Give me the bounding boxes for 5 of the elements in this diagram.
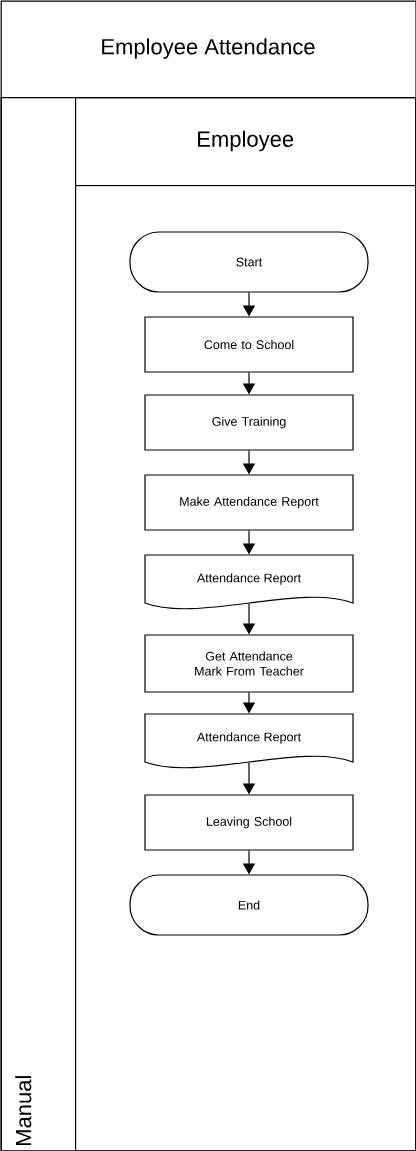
process-box: Get Attendance Mark From Teacher (144, 634, 354, 693)
process-box: Give Training (144, 394, 354, 451)
process-box: Come to School (144, 316, 354, 373)
process-box: Make Attendance Report (144, 474, 354, 531)
process-box: Leaving School (144, 794, 354, 851)
